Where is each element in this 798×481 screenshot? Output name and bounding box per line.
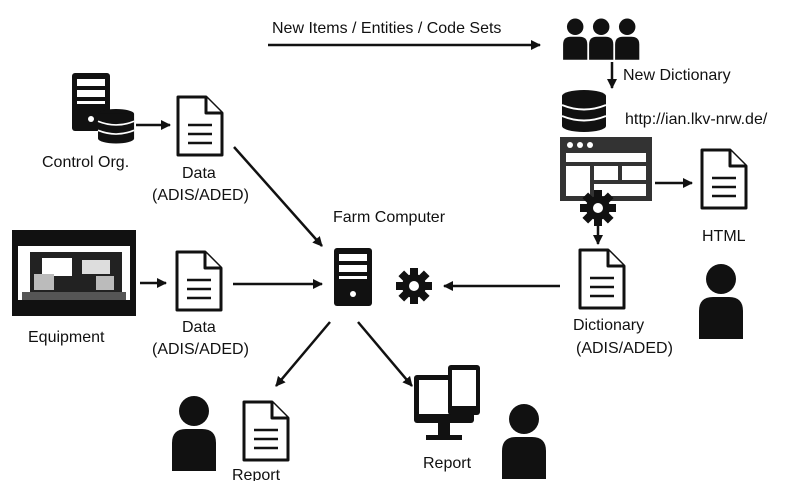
html-document-icon: [700, 148, 748, 210]
data-to-farm-arrow: [233, 146, 323, 247]
url-label: http://ian.lkv-nrw.de/: [625, 111, 768, 128]
report-user-icon: [172, 396, 216, 471]
farm-to-report-left-arrow: [275, 321, 331, 387]
user-group-icon: [563, 18, 640, 60]
report-right-label: Report: [423, 455, 472, 472]
user-icon: [699, 264, 743, 339]
equipment-photo: [12, 230, 136, 316]
browser-window-icon: [560, 137, 652, 201]
control-org-label: Control Org.: [42, 154, 129, 171]
farm-computer-label: Farm Computer: [333, 209, 446, 226]
equipment-label: Equipment: [28, 329, 105, 346]
data-document-2-icon: [175, 250, 223, 312]
farm-computer-tower-icon: [334, 248, 372, 306]
farm-to-report-right-arrow: [357, 321, 413, 387]
report-right-user-icon: [502, 404, 546, 479]
data-document-icon: [176, 95, 224, 157]
monitor-tablet-icon: [414, 365, 480, 440]
database-icon: [561, 89, 607, 133]
html-label: HTML: [702, 228, 746, 245]
data-2-format-label: (ADIS/ADED): [152, 341, 249, 358]
farm-computer-gear-icon: [396, 268, 432, 304]
new-dictionary-label: New Dictionary: [623, 67, 731, 84]
report-document-icon: [242, 400, 290, 462]
dictionary-document-icon: [578, 248, 626, 310]
new-items-label: New Items / Entities / Code Sets: [272, 20, 501, 37]
dictionary-format-label: (ADIS/ADED): [576, 340, 673, 357]
data-2-label: Data: [182, 319, 216, 336]
gear-icon: [580, 190, 616, 226]
data-format-label: (ADIS/ADED): [152, 187, 249, 204]
dictionary-label: Dictionary: [573, 317, 644, 334]
control-org-server-icon: [72, 73, 135, 145]
data-label: Data: [182, 165, 216, 182]
report-left-label: Report: [232, 467, 281, 481]
